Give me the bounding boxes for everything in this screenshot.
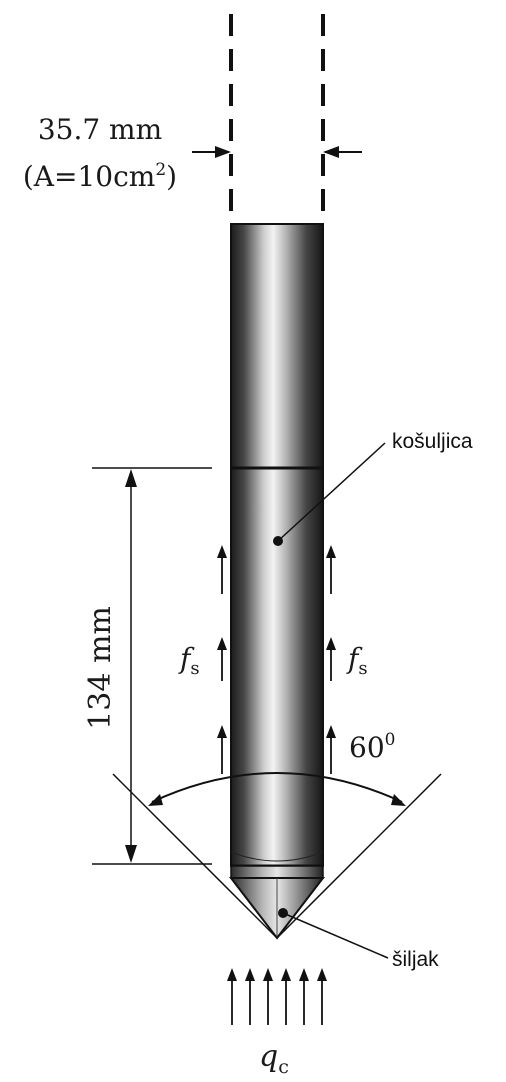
qc-arrow: [245, 968, 255, 1025]
qc-arrow: [281, 968, 291, 1025]
diameter-label: 35.7 mm: [38, 113, 162, 146]
sleeve-leader: [273, 442, 386, 546]
area-label: (A=10cm2): [23, 160, 177, 193]
length-dimension: [92, 467, 212, 865]
rod-shoulder: [230, 851, 324, 862]
diameter-dimension-arrows: [192, 146, 362, 158]
tip-leader: [278, 908, 389, 959]
friction-arrow: [217, 637, 227, 681]
qc-arrow: [299, 968, 309, 1025]
friction-label-left: fs: [178, 642, 200, 679]
cone-rod: [230, 223, 324, 879]
angle-label: 600: [349, 730, 395, 764]
friction-arrow: [326, 545, 336, 594]
qc-arrow: [263, 968, 273, 1025]
friction-arrow: [217, 725, 227, 774]
cone-tip: [228, 877, 326, 940]
friction-label-right: fs: [346, 642, 368, 679]
angle-arc: [151, 772, 403, 803]
tip-resistance-arrows: [227, 968, 327, 1025]
friction-arrow: [217, 545, 227, 594]
tip-resistance-label: qc: [259, 1039, 289, 1078]
tip-collar: [230, 865, 324, 879]
sleeve-label: košuljica: [392, 430, 473, 453]
length-label: 134 mm: [83, 606, 118, 730]
rod-extension-dashes: [229, 14, 325, 224]
tip-label: šiljak: [392, 948, 439, 971]
friction-arrow: [326, 725, 336, 774]
friction-arrow: [326, 637, 336, 681]
friction-arrows-right: [326, 545, 336, 774]
qc-arrow: [227, 968, 237, 1025]
qc-arrow: [317, 968, 327, 1025]
friction-arrows-left: [217, 545, 227, 774]
cone-angle-lines: [112, 772, 442, 939]
